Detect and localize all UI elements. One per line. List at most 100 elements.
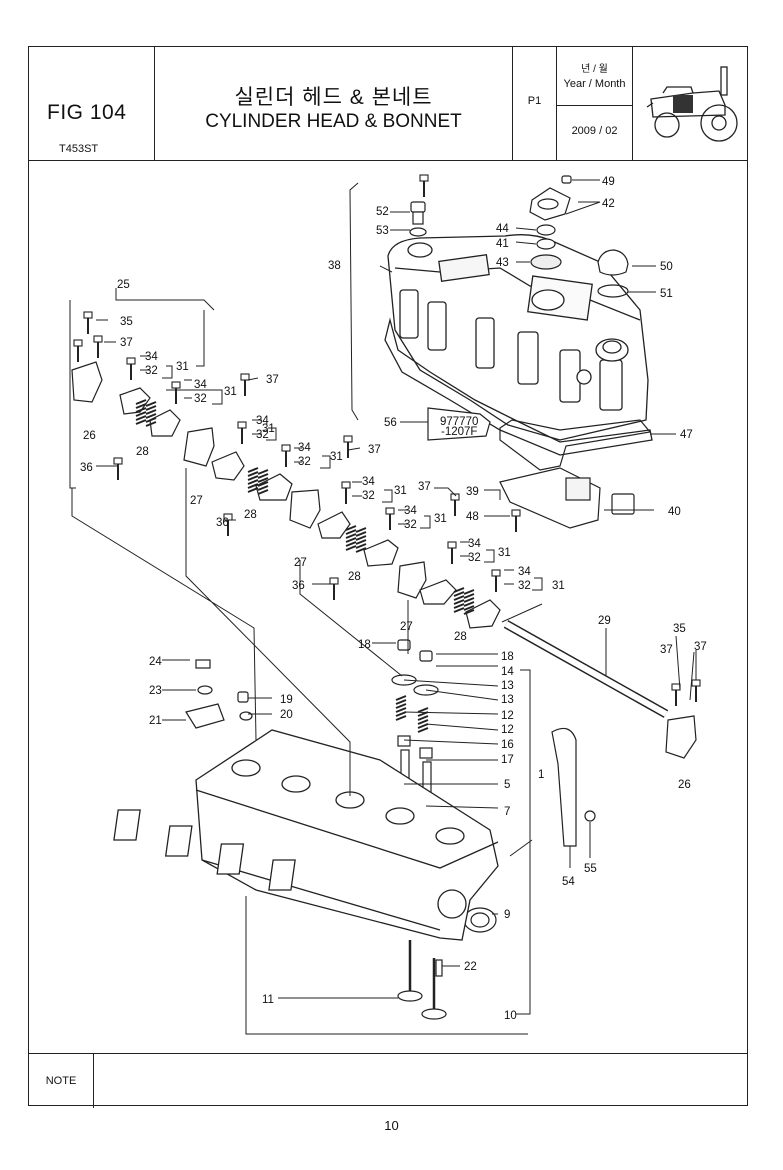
- callout-c34b: 34: [194, 379, 207, 391]
- note-label: NOTE: [29, 1054, 94, 1108]
- callout-c31g: 31: [498, 547, 511, 559]
- callout-c32d: 32: [298, 456, 311, 468]
- rocker-shaft: [503, 620, 669, 718]
- callout-c48: 48: [466, 511, 479, 523]
- callout-c31c: 31: [262, 423, 275, 435]
- year-month-label-ko: 년 / 월: [581, 64, 608, 75]
- callout-c40: 40: [668, 506, 681, 518]
- sealant-tube: 977770 -1207F: [427, 407, 491, 441]
- callout-c13a: 13: [501, 680, 514, 692]
- model-code: T453ST: [59, 143, 99, 155]
- callout-c37e: 37: [660, 644, 673, 656]
- fig-cell: FIG 104 T453ST: [29, 47, 155, 160]
- callout-c42: 42: [602, 198, 615, 210]
- callout-c18b: 18: [501, 651, 514, 663]
- callout-c18a: 18: [358, 639, 371, 651]
- callout-c31f: 31: [434, 513, 447, 525]
- callout-c29: 29: [598, 615, 611, 627]
- callout-c53: 53: [376, 225, 389, 237]
- callout-c17: 17: [501, 754, 514, 766]
- callout-c37b: 37: [266, 374, 279, 386]
- title-korean: 실린더 헤드 & 본네트: [234, 86, 433, 109]
- callout-c22: 22: [464, 961, 477, 973]
- callout-layer: 1579101112121313141617181819202122232425…: [80, 176, 707, 1022]
- callout-c11: 11: [262, 994, 274, 1006]
- callout-c28b: 28: [244, 509, 257, 521]
- callout-c32f: 32: [404, 519, 417, 531]
- callout-c34d: 34: [298, 442, 311, 454]
- rocker-arm-assembly: [71, 361, 697, 759]
- title-block: FIG 104 T453ST 실린더 헤드 & 본네트 CYLINDER HEA…: [29, 47, 747, 161]
- callout-c10: 10: [504, 1010, 517, 1022]
- callout-c31e: 31: [394, 485, 407, 497]
- callout-c49: 49: [602, 176, 615, 188]
- callout-c38: 38: [328, 260, 341, 272]
- callout-c7: 7: [504, 806, 510, 818]
- parts-sheet: FIG 104 T453ST 실린더 헤드 & 본네트 CYLINDER HEA…: [28, 46, 748, 1108]
- callout-c5: 5: [504, 779, 510, 791]
- callout-c35a: 35: [120, 316, 133, 328]
- title-english: CYLINDER HEAD & BONNET: [205, 111, 462, 132]
- cylinder-head-cover: [387, 234, 649, 441]
- year-month-label: Year / Month: [563, 78, 626, 90]
- callout-c34g: 34: [468, 538, 481, 550]
- callout-c34f: 34: [404, 505, 417, 517]
- callout-c14: 14: [501, 666, 514, 678]
- callout-c39: 39: [466, 486, 479, 498]
- callout-c36c: 36: [292, 580, 305, 592]
- tube-marking-2: -1207F: [441, 426, 477, 438]
- callout-c34a: 34: [145, 351, 158, 363]
- callout-c1: 1: [538, 769, 544, 781]
- callout-c20: 20: [280, 709, 293, 721]
- callout-c27c: 27: [400, 621, 413, 633]
- title-cell: 실린더 헤드 & 본네트 CYLINDER HEAD & BONNET: [155, 47, 513, 160]
- callout-c25: 25: [117, 279, 130, 291]
- note-bar: NOTE: [29, 1053, 747, 1108]
- callout-c34c: 34: [256, 415, 269, 427]
- callout-c31h: 31: [552, 580, 565, 592]
- callout-c32g: 32: [468, 552, 481, 564]
- callout-c43: 43: [496, 257, 509, 269]
- callout-c32a: 32: [145, 365, 158, 377]
- callout-c44: 44: [496, 223, 509, 235]
- page-code: P1: [527, 95, 542, 107]
- callout-c32e: 32: [362, 490, 375, 502]
- callout-c28a: 28: [136, 446, 149, 458]
- breather-parts: [409, 175, 629, 298]
- date-cell: 년 / 월 Year / Month 2009 / 02: [557, 47, 633, 160]
- cover-bracket-parts: [499, 467, 635, 529]
- page-cell: P1: [513, 47, 557, 160]
- callout-c36b: 36: [216, 517, 229, 529]
- callout-c37f: 37: [694, 641, 707, 653]
- callout-c47: 47: [680, 429, 693, 441]
- callout-c24: 24: [149, 656, 162, 668]
- callout-c36a: 36: [80, 462, 93, 474]
- callout-c52: 52: [376, 206, 389, 218]
- callout-c32b: 32: [194, 393, 207, 405]
- callout-c19: 19: [280, 694, 293, 706]
- callout-c32c: 32: [256, 429, 269, 441]
- callout-c56: 56: [384, 417, 397, 429]
- callout-c31b: 31: [224, 386, 237, 398]
- callout-c37c: 37: [368, 444, 381, 456]
- callout-c12a: 12: [501, 710, 514, 722]
- leader-lines: [69, 179, 697, 1035]
- callout-c31d: 31: [330, 451, 343, 463]
- cover-gasket: [384, 317, 653, 456]
- callout-c13b: 13: [501, 694, 514, 706]
- callout-c28d: 28: [454, 631, 467, 643]
- callout-c34e: 34: [362, 476, 375, 488]
- callout-c50: 50: [660, 261, 673, 273]
- callout-c35b: 35: [673, 623, 686, 635]
- callout-c54: 54: [562, 876, 575, 888]
- callout-c41: 41: [496, 238, 509, 250]
- callout-c23: 23: [149, 685, 162, 697]
- cylinder-head: [113, 729, 499, 941]
- fig-label: FIG 104: [47, 101, 127, 124]
- callout-c27b: 27: [294, 557, 307, 569]
- callout-c37d: 37: [418, 481, 431, 493]
- callout-c37a: 37: [120, 337, 133, 349]
- callout-c12b: 12: [501, 724, 514, 736]
- callout-c51: 51: [660, 288, 673, 300]
- callout-c26b: 26: [678, 779, 691, 791]
